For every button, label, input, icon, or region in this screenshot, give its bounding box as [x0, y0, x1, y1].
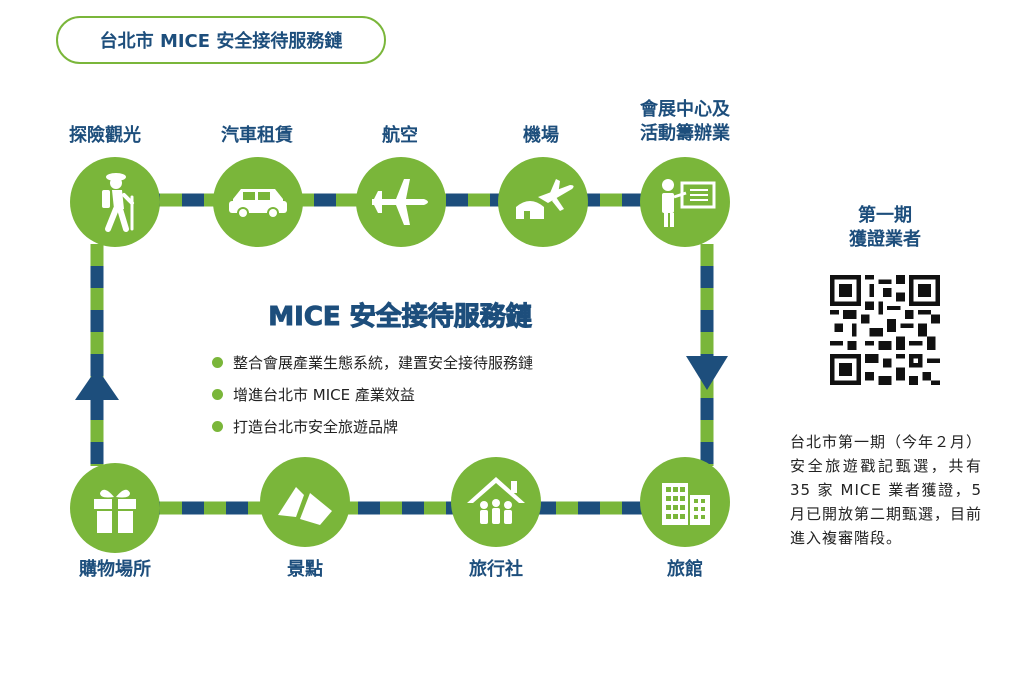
bullet-item: 打造台北市安全旅遊品牌	[212, 416, 398, 437]
label-car-rental: 汽車租賃	[221, 125, 293, 146]
node-airport	[498, 157, 588, 247]
qr-code-icon[interactable]	[830, 275, 940, 385]
label-tourism: 探險觀光	[69, 125, 141, 146]
airport-icon	[516, 179, 574, 219]
label-hotel: 旅館	[667, 559, 703, 580]
label-convention-line1: 會展中心及	[640, 99, 730, 120]
label-convention-line2: 活動籌辦業	[640, 123, 730, 144]
center-title: MICE 安全接待服務鏈	[268, 302, 532, 333]
bullet-item: 增進台北市 MICE 產業效益	[212, 384, 415, 405]
mountain-road-icon	[278, 487, 332, 525]
down-arrow-icon	[686, 356, 728, 390]
node-travel-agency	[451, 457, 541, 547]
bullet-text: 打造台北市安全旅遊品牌	[233, 418, 399, 436]
bullet-text: 整合會展產業生態系統，建置安全接待服務鏈	[233, 354, 534, 372]
presentation-icon	[662, 179, 716, 227]
label-airline: 航空	[382, 125, 418, 146]
qr-title-line2: 獲證業者	[849, 229, 921, 250]
gift-icon	[94, 489, 136, 533]
bullet-dot-icon	[212, 357, 223, 368]
hiker-icon	[102, 173, 134, 232]
node-airline	[356, 157, 446, 247]
node-car-rental	[213, 157, 303, 247]
up-arrow-icon	[75, 368, 119, 400]
node-shopping	[70, 463, 160, 553]
node-hotel	[640, 457, 730, 547]
node-attractions	[260, 457, 350, 547]
bullet-text: 增進台北市 MICE 產業效益	[233, 386, 415, 404]
bullet-dot-icon	[212, 421, 223, 432]
building-icon	[662, 483, 710, 525]
airplane-icon	[372, 179, 428, 225]
house-people-icon	[467, 477, 525, 524]
label-travel-agency: 旅行社	[469, 559, 523, 580]
qr-title: 第一期 獲證業者	[820, 204, 950, 252]
bullet-item: 整合會展產業生態系統，建置安全接待服務鏈	[212, 352, 533, 373]
qr-title-line1: 第一期	[858, 205, 912, 226]
page-title: 台北市 MICE 安全接待服務鏈	[56, 16, 386, 64]
car-icon	[229, 189, 287, 219]
label-shopping: 購物場所	[79, 559, 151, 580]
label-attractions: 景點	[287, 559, 323, 580]
bullet-dot-icon	[212, 389, 223, 400]
node-convention	[640, 157, 730, 247]
node-tourism	[70, 157, 160, 247]
label-airport: 機場	[523, 125, 559, 146]
info-note: 台北市第一期（今年２月）安全旅遊戳記甄選，共有 35 家 MICE 業者獲證，5…	[790, 433, 983, 547]
label-convention: 會展中心及 活動籌辦業	[610, 98, 760, 146]
